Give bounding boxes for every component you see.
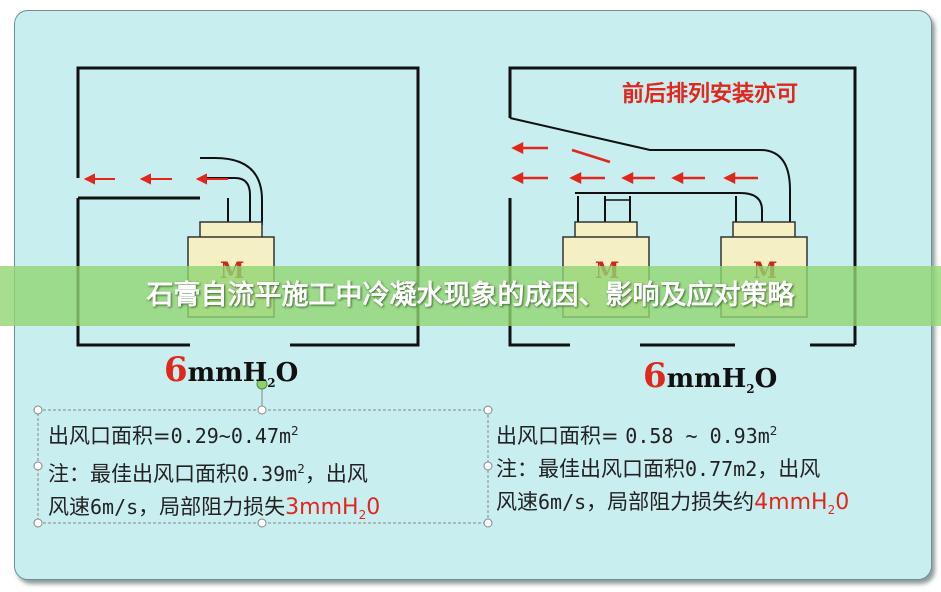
right-pressure-sub: 2	[746, 382, 755, 397]
left-duct	[200, 177, 251, 225]
right-room-walls	[508, 66, 857, 347]
right-pressure-value: 6	[643, 356, 667, 396]
left-pressure-label: 6mmH2O	[164, 350, 298, 390]
title-banner: 石膏自流平施工中冷凝水现象的成因、影响及应对策略	[0, 266, 941, 326]
left-note-line3: 风速6m/s，局部阻力损失3mmH20	[48, 495, 381, 523]
left-pressure-tail: O	[275, 358, 299, 388]
left-pressure-unit: mmH	[187, 358, 268, 388]
left-airflow-arrows	[83, 173, 228, 185]
banner-title: 石膏自流平施工中冷凝水现象的成因、影响及应对策略	[146, 280, 795, 311]
right-airflow-arrows	[511, 141, 758, 185]
right-unit-a-top	[574, 221, 638, 239]
left-note-selection	[33, 378, 493, 528]
left-note-line1: 出风口面积=0.29~0.47m2	[48, 424, 299, 448]
right-note: 出风口面积= 0.58 ~ 0.93m2 注：最佳出风口面积0.77m2，出风 …	[496, 415, 849, 527]
right-note-line3: 风速6m/s，局部阻力损失约4mmH20	[496, 490, 850, 518]
left-pressure-sub: 2	[267, 376, 276, 391]
right-pressure-label: 6mmH2O	[643, 356, 777, 396]
left-pressure-value: 6	[164, 350, 188, 390]
right-note-line2: 注：最佳出风口面积0.77m2，出风	[496, 457, 821, 481]
left-unit-top	[199, 221, 263, 239]
right-duct-bottom	[575, 192, 763, 225]
left-room-walls	[76, 66, 420, 347]
right-unit-b-top	[732, 221, 796, 239]
right-pressure-tail: O	[754, 364, 778, 394]
right-duct-top	[509, 117, 791, 225]
left-note: 出风口面积=0.29~0.47m2 注：最佳出风口面积0.39m2，出风 风速6…	[48, 415, 380, 532]
left-duct-outer	[200, 157, 263, 225]
arrangement-caption: 前后排列安装亦可	[622, 82, 799, 107]
left-note-line2: 注：最佳出风口面积0.39m2，出风	[48, 462, 368, 486]
right-note-line1: 出风口面积= 0.58 ~ 0.93m2	[496, 424, 778, 448]
right-pressure-unit: mmH	[666, 364, 747, 394]
